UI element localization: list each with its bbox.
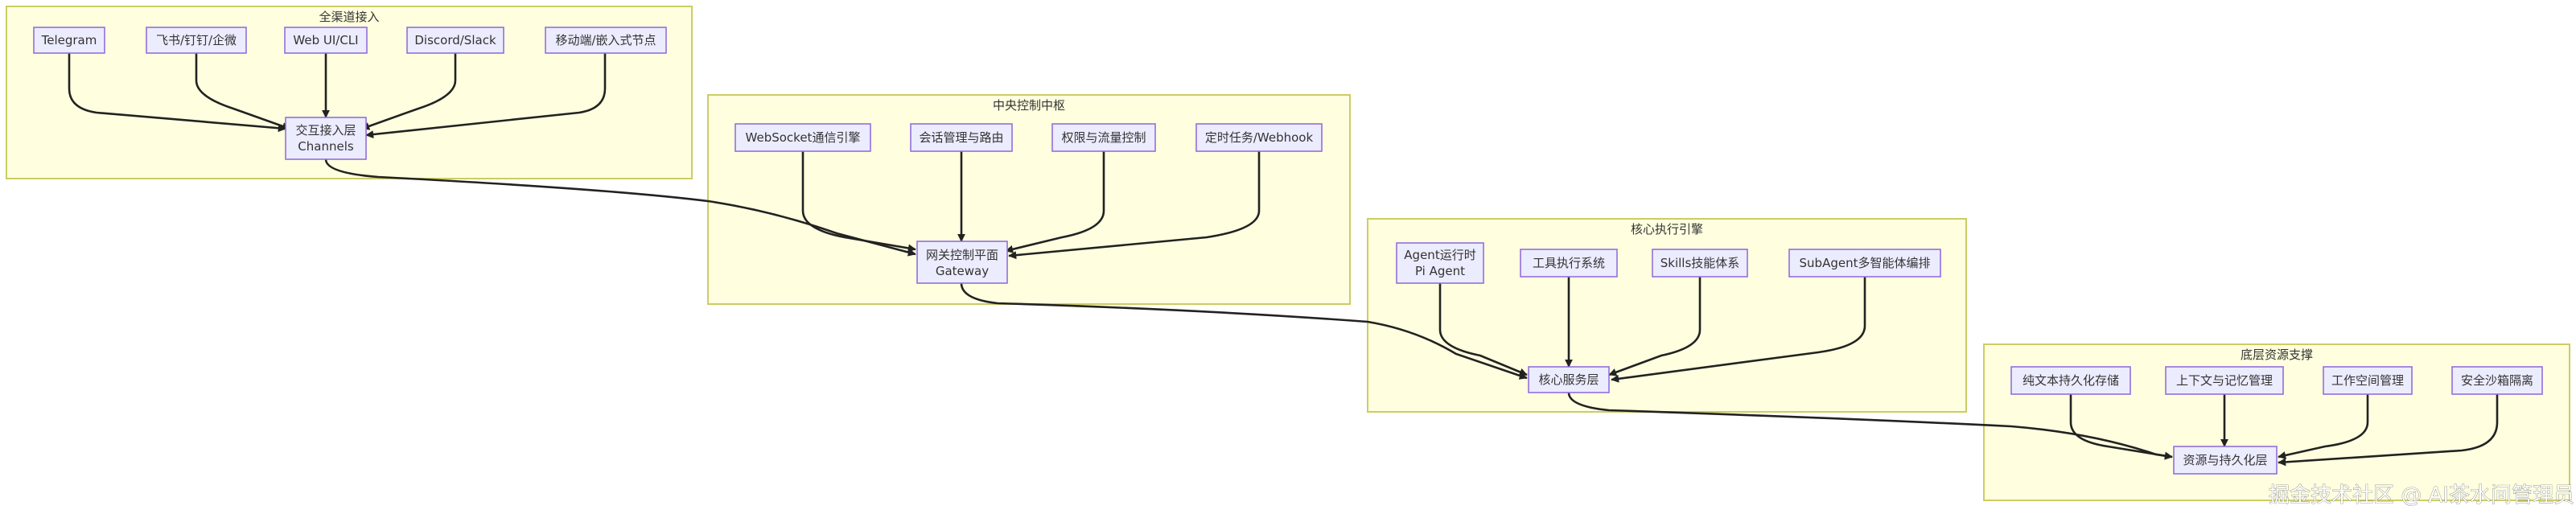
edge-permission-gateway xyxy=(1005,151,1105,253)
svg-text:Pi Agent: Pi Agent xyxy=(1415,264,1465,278)
edge-websocket-gateway xyxy=(801,151,916,253)
node-feishu: 飞书/钉钉/企微 xyxy=(146,27,247,54)
svg-text:SubAgent多智能体编排: SubAgent多智能体编排 xyxy=(1800,256,1931,270)
watermark: 掘金技术社区 @ AI茶水间管理员 xyxy=(2269,483,2574,508)
svg-text:移动端/嵌入式节点: 移动端/嵌入式节点 xyxy=(555,33,656,47)
svg-text:纯文本持久化存储: 纯文本持久化存储 xyxy=(2023,373,2119,388)
node-websocket: WebSocket通信引擎 xyxy=(735,123,871,152)
node-context: 上下文与记忆管理 xyxy=(2165,366,2284,395)
svg-text:上下文与记忆管理: 上下文与记忆管理 xyxy=(2176,373,2273,388)
node-discord: Discord/Slack xyxy=(406,27,504,54)
svg-text:Discord/Slack: Discord/Slack xyxy=(414,33,496,47)
node-gateway: 网关控制平面 Gateway xyxy=(916,241,1008,284)
svg-text:Telegram: Telegram xyxy=(41,33,97,47)
svg-text:权限与流量控制: 权限与流量控制 xyxy=(1061,130,1146,145)
svg-text:Web UI/CLI: Web UI/CLI xyxy=(293,33,358,47)
svg-text:定时任务/Webhook: 定时任务/Webhook xyxy=(1205,130,1314,145)
svg-text:工具执行系统: 工具执行系统 xyxy=(1533,256,1605,270)
node-subagent: SubAgent多智能体编排 xyxy=(1788,249,1941,278)
node-resource: 资源与持久化层 xyxy=(2173,446,2278,475)
edge-cron-gateway xyxy=(1008,151,1261,260)
svg-text:网关控制平面: 网关控制平面 xyxy=(926,248,998,262)
svg-text:WebSocket通信引擎: WebSocket通信引擎 xyxy=(746,130,861,145)
edge-skills-core xyxy=(1608,277,1702,376)
edge-workspace-resource xyxy=(2278,394,2369,459)
node-webui: Web UI/CLI xyxy=(284,27,368,54)
edge-feishu-channels xyxy=(195,53,290,130)
engine-group-title: 核心执行引擎 xyxy=(1631,222,1703,236)
gateway-group-title: 中央控制中枢 xyxy=(993,98,1065,113)
node-permission: 权限与流量控制 xyxy=(1051,123,1156,152)
edge-agent-core xyxy=(1438,283,1528,376)
svg-text:飞书/钉钉/企微: 飞书/钉钉/企微 xyxy=(156,33,237,47)
svg-text:会话管理与路由: 会话管理与路由 xyxy=(919,130,1003,145)
svg-text:安全沙箱隔离: 安全沙箱隔离 xyxy=(2461,373,2533,388)
node-session: 会话管理与路由 xyxy=(910,123,1013,152)
svg-text:工作空间管理: 工作空间管理 xyxy=(2331,373,2404,388)
resource-group-title: 底层资源支撑 xyxy=(2241,348,2313,362)
edge-subagent-core xyxy=(1611,277,1866,383)
node-channels: 交互接入层 Channels xyxy=(285,117,367,160)
edge-gateway-core xyxy=(960,282,1528,380)
svg-text:Gateway: Gateway xyxy=(936,264,989,278)
channels-group-title: 全渠道接入 xyxy=(319,10,379,24)
edge-core-resource xyxy=(1567,392,2173,460)
edge-discord-channels xyxy=(361,53,457,130)
edge-storage-resource xyxy=(2069,394,2173,460)
node-skills: Skills技能体系 xyxy=(1652,249,1748,278)
svg-text:交互接入层: 交互接入层 xyxy=(295,123,356,138)
node-tools: 工具执行系统 xyxy=(1520,249,1618,278)
node-storage: 纯文本持久化存储 xyxy=(2010,366,2131,395)
svg-text:资源与持久化层: 资源与持久化层 xyxy=(2183,453,2267,467)
edge-telegram-channels xyxy=(68,53,286,133)
node-sandbox: 安全沙箱隔离 xyxy=(2451,366,2543,395)
svg-text:Skills技能体系: Skills技能体系 xyxy=(1660,256,1740,270)
node-core: 核心服务层 xyxy=(1528,366,1610,393)
node-mobile: 移动端/嵌入式节点 xyxy=(545,27,667,54)
svg-text:核心服务层: 核心服务层 xyxy=(1538,372,1599,387)
node-cron: 定时任务/Webhook xyxy=(1195,123,1323,152)
edge-channels-gateway xyxy=(324,158,916,257)
node-telegram: Telegram xyxy=(33,27,105,54)
svg-text:Channels: Channels xyxy=(298,139,354,154)
edge-sandbox-resource xyxy=(2278,394,2499,467)
edge-mobile-channels xyxy=(365,53,607,139)
svg-text:Agent运行时: Agent运行时 xyxy=(1404,248,1475,262)
edges xyxy=(68,53,2499,467)
node-agent: Agent运行时 Pi Agent xyxy=(1396,242,1484,284)
node-workspace: 工作空间管理 xyxy=(2323,366,2413,395)
